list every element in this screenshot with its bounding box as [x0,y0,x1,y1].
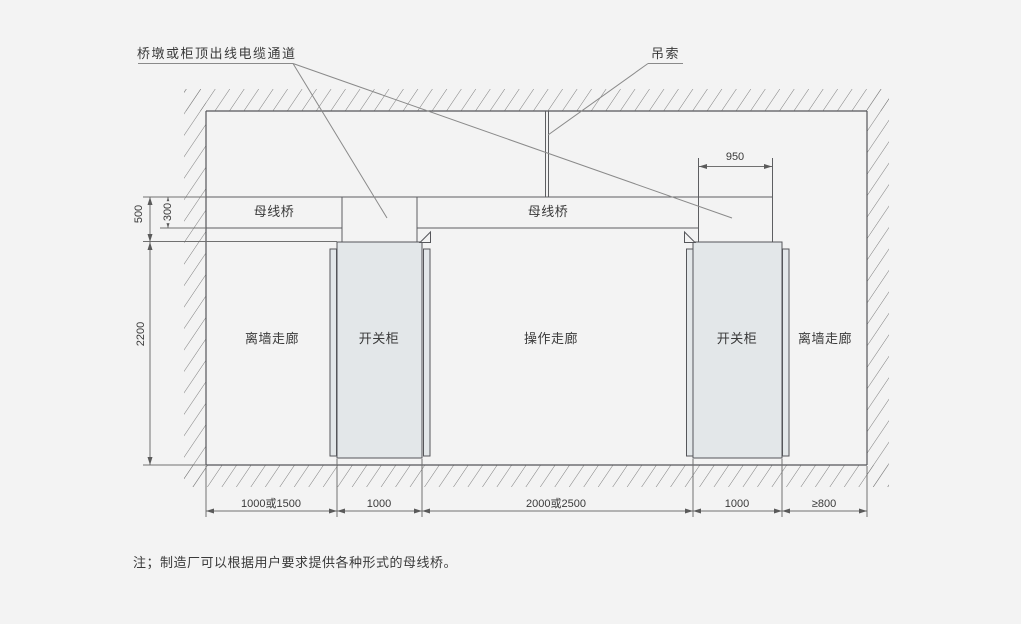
leader-lines [138,63,733,219]
room-outline [205,110,868,466]
dim-bottom-2: 1000 [366,498,392,510]
dim-bottom-3: 2000或2500 [526,498,586,510]
left-switchgear-label: 开关柜 [358,331,400,346]
dim-bottom-4: 1000 [724,498,750,510]
hanging-rod [545,111,549,197]
operation-corridor-label: 操作走廊 [523,331,579,346]
right-wall-corridor-label: 离墙走廊 [797,331,853,346]
right-switchgear-label: 开关柜 [716,331,758,346]
left-wall-corridor-label: 离墙走廊 [244,331,300,346]
wall-hatching [184,89,889,487]
busbar-bridge-band [206,158,773,242]
dimension-arrows [147,164,867,514]
cable-channel-label: 桥墩或柜顶出线电缆通道 [137,46,297,61]
left-cabinet-flap-icon [418,230,431,243]
dim-500: 500 [133,204,145,224]
busbar-bridge-left-label: 母线桥 [253,204,295,219]
dim-2200: 2200 [135,321,147,347]
right-cabinet [684,230,790,459]
footnote: 注；制造厂可以根据用户要求提供各种形式的母线桥。 [133,555,458,570]
dim-950: 950 [725,151,745,163]
dim-300: 300 [162,200,174,224]
dim-bottom-1: 1000或1500 [241,498,301,510]
left-cabinet [329,230,431,459]
sling-label: 吊索 [651,46,681,61]
dim-bottom-5: ≥800 [811,498,837,510]
right-cabinet-flap-icon [684,230,697,243]
busbar-bridge-mid-label: 母线桥 [527,204,569,219]
